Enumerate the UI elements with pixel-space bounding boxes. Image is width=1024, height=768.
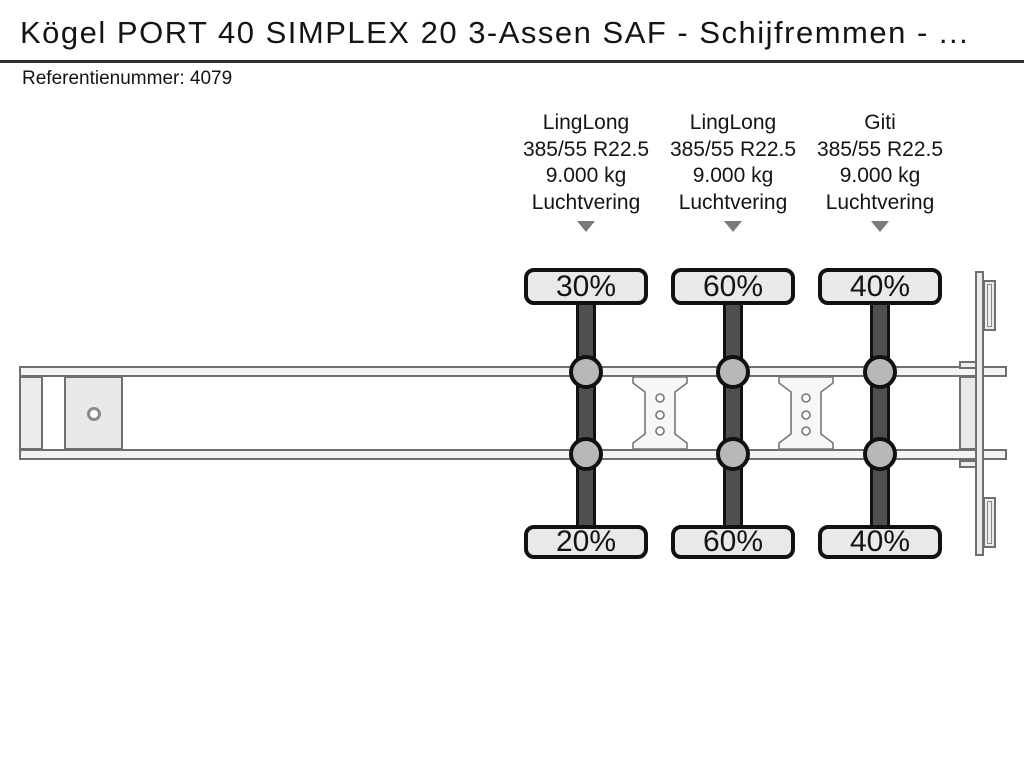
tire-wear-axle-3-left: 40% — [818, 268, 942, 305]
suspension-type: Luchtvering — [825, 190, 935, 214]
reference-number: Referentienummer: 4079 — [22, 68, 233, 89]
front-bulkhead — [19, 376, 43, 450]
tire-size: 385/55 R22.5 — [522, 137, 650, 161]
rear-marker-board-inner — [987, 284, 992, 327]
rear-marker-board-inner — [987, 501, 992, 544]
tire-info-axle-1: LingLong 385/55 R22.5 9.000 kg Luchtveri… — [511, 110, 661, 216]
suspension-mount — [863, 437, 897, 471]
tire-wear-axle-2-right: 60% — [671, 525, 795, 559]
axle-1 — [576, 295, 596, 535]
suspension-mount — [863, 355, 897, 389]
kingpin-icon — [87, 407, 101, 421]
suspension-mount — [569, 355, 603, 389]
tire-brand: LingLong — [542, 111, 630, 134]
tire-brand: Giti — [864, 111, 896, 134]
tire-size: 385/55 R22.5 — [816, 137, 944, 161]
tire-info-axle-3: Giti 385/55 R22.5 9.000 kg Luchtvering — [805, 110, 955, 216]
tire-brand: LingLong — [689, 111, 777, 134]
axle-3 — [870, 295, 890, 535]
axle-load: 9.000 kg — [839, 164, 921, 187]
axle-load: 9.000 kg — [545, 164, 627, 187]
axle-2 — [723, 295, 743, 535]
down-arrow-icon — [724, 221, 742, 232]
rear-marker-board-bottom — [983, 497, 996, 548]
rear-bumper-bar — [975, 271, 984, 556]
axle-load: 9.000 kg — [692, 164, 774, 187]
tire-info-axle-2: LingLong 385/55 R22.5 9.000 kg Luchtveri… — [658, 110, 808, 216]
suspension-type: Luchtvering — [531, 190, 641, 214]
tire-wear-axle-2-left: 60% — [671, 268, 795, 305]
kingpin-plate — [64, 376, 123, 450]
tire-wear-axle-1-left: 30% — [524, 268, 648, 305]
chassis-rail-top — [19, 366, 1007, 377]
crossmember — [632, 376, 688, 450]
title-divider — [0, 60, 1024, 63]
down-arrow-icon — [871, 221, 889, 232]
suspension-mount — [716, 437, 750, 471]
suspension-type: Luchtvering — [678, 190, 788, 214]
chassis-rail-bottom — [19, 449, 1007, 460]
page-title: Kögel PORT 40 SIMPLEX 20 3-Assen SAF - S… — [20, 15, 970, 50]
rear-marker-board-top — [983, 280, 996, 331]
down-arrow-icon — [577, 221, 595, 232]
suspension-mount — [569, 437, 603, 471]
crossmember — [778, 376, 834, 450]
tire-wear-axle-3-right: 40% — [818, 525, 942, 559]
tire-wear-axle-1-right: 20% — [524, 525, 648, 559]
tire-size: 385/55 R22.5 — [669, 137, 797, 161]
suspension-mount — [716, 355, 750, 389]
